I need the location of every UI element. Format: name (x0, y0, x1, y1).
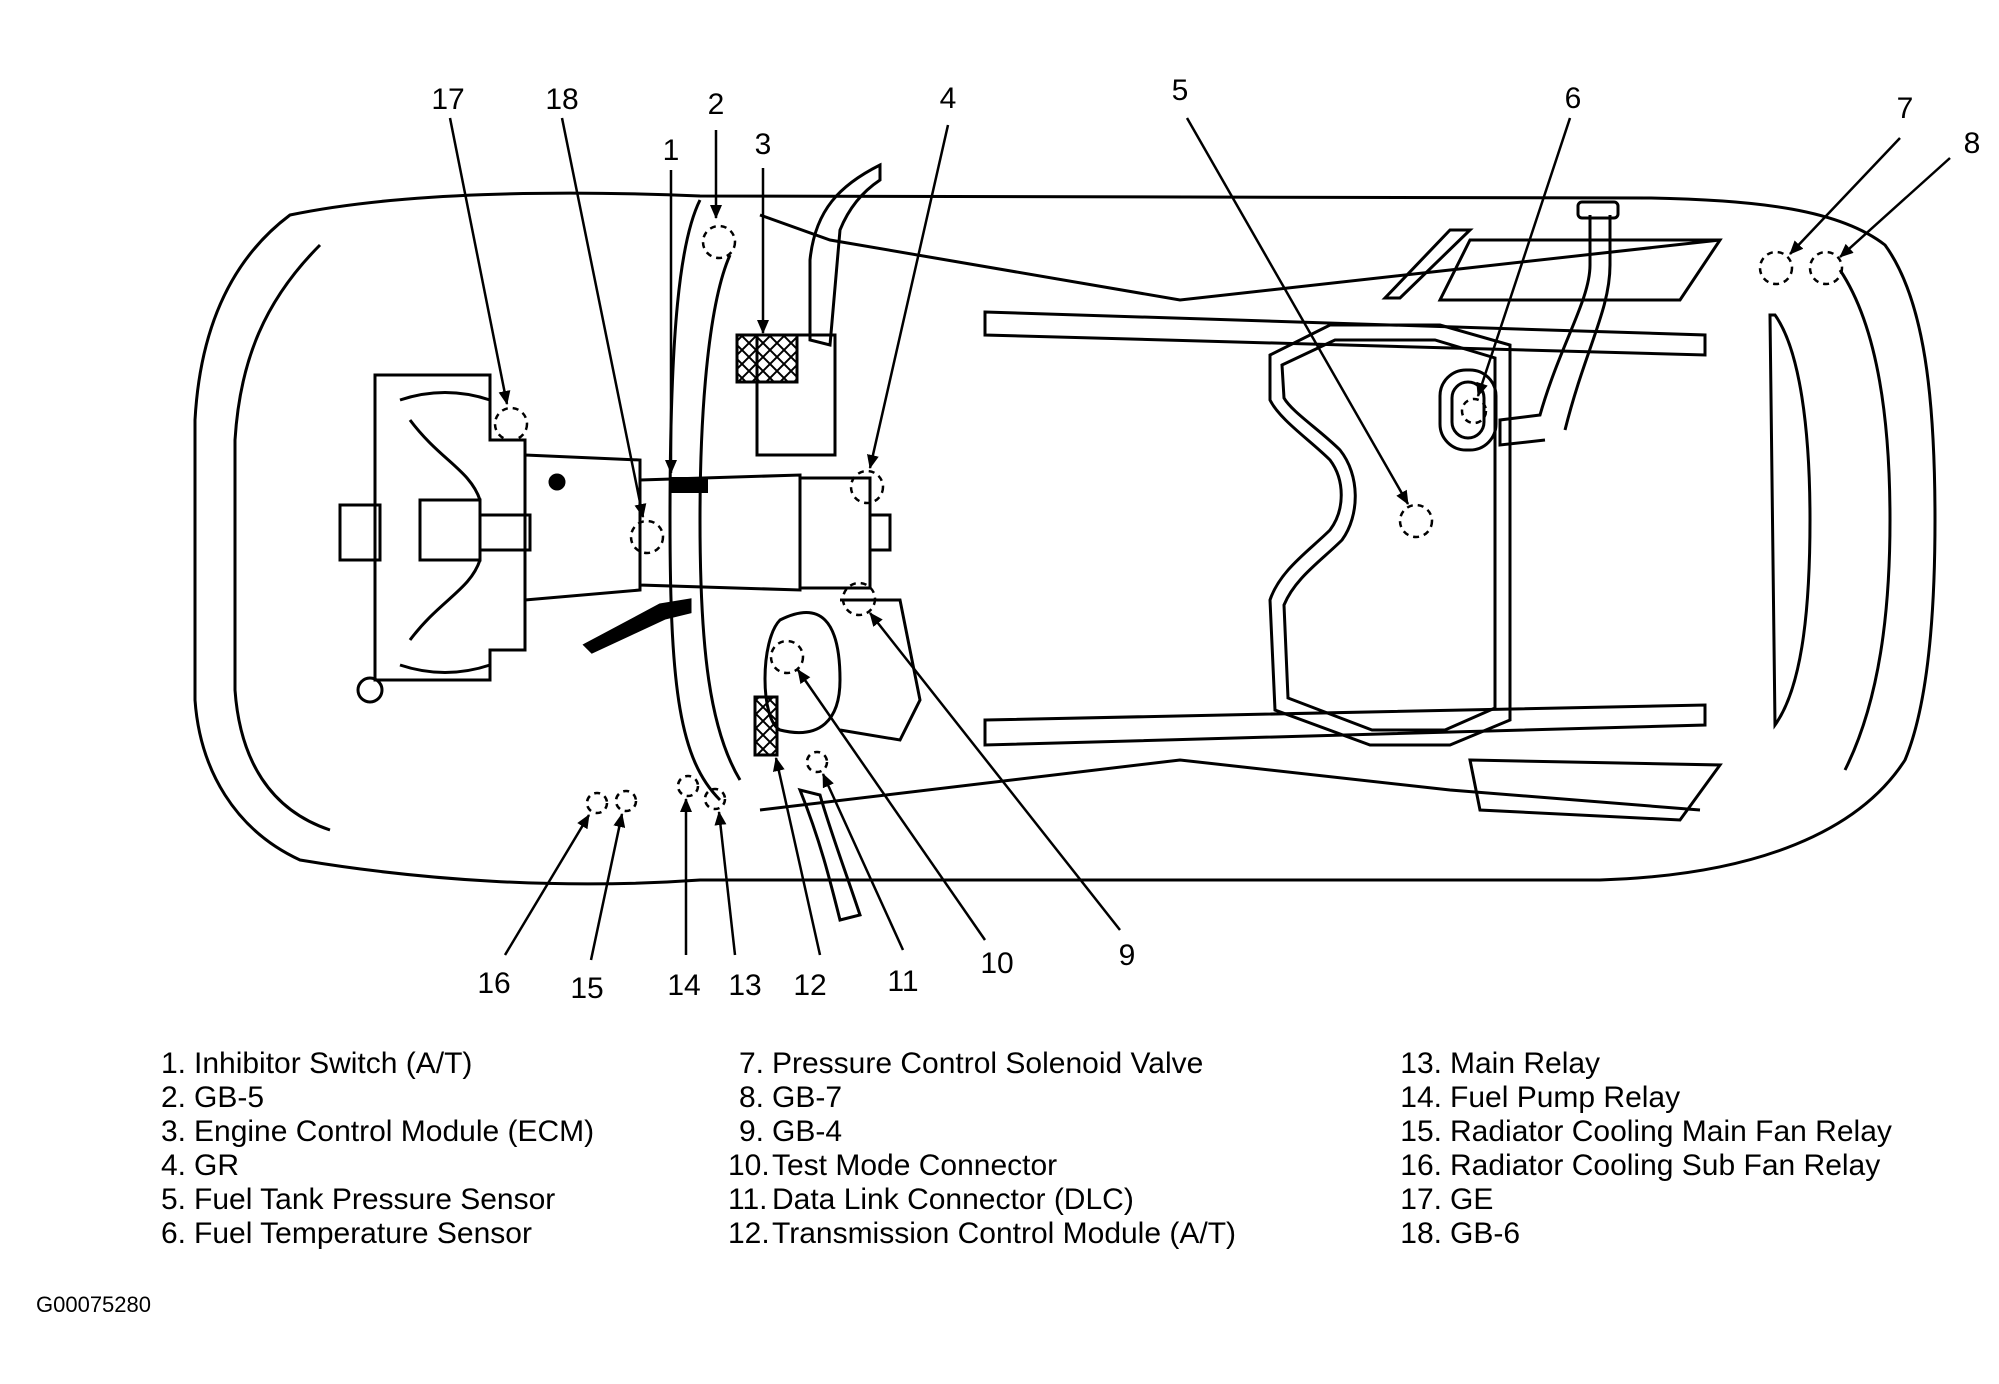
ecm-module (735, 333, 799, 384)
callout-14: 14 (667, 969, 700, 1002)
arrow-4 (867, 124, 950, 469)
figure-code: G00075280 (36, 1292, 151, 1317)
arrow-9 (869, 612, 1121, 931)
callout-4: 4 (940, 82, 957, 115)
callout-7: 7 (1897, 92, 1914, 125)
arrow-10 (796, 669, 987, 941)
ecm-bracket (755, 333, 837, 457)
legend-item: 7.Pressure Control Solenoid Valve (738, 1047, 1204, 1080)
legend-item: 4.GR (160, 1149, 239, 1182)
marker-18 (629, 519, 665, 555)
arrow-13 (714, 811, 737, 956)
fuel-filler-neck (1438, 200, 1620, 452)
arrow-17 (448, 117, 511, 405)
marker-7 (1758, 250, 1794, 286)
legend-item: 11.Data Link Connector (DLC) (728, 1183, 1134, 1216)
marker-5 (1398, 503, 1434, 539)
legend-column-2: 7.Pressure Control Solenoid Valve 8.GB-7… (728, 1047, 1236, 1251)
callout-13: 13 (728, 969, 761, 1002)
legend-item: 16.Radiator Cooling Sub Fan Relay (1400, 1149, 1881, 1182)
marker-11 (805, 750, 829, 774)
arrow-15 (589, 813, 626, 961)
legend-column-3: 13.Main Relay 14.Fuel Pump Relay 15.Radi… (1390, 1047, 1892, 1251)
marker-8 (1808, 250, 1844, 286)
callout-2: 2 (708, 88, 725, 121)
arrow-18 (560, 117, 647, 518)
marker-14 (676, 774, 700, 798)
legend-item: 10.Test Mode Connector (728, 1149, 1058, 1182)
callout-6: 6 (1565, 82, 1582, 115)
legend-item: 2.GB-5 (160, 1081, 265, 1114)
marker-4 (849, 469, 885, 505)
location-markers (493, 224, 1844, 815)
fuel-tank (1268, 323, 1512, 747)
callout-10: 10 (980, 947, 1013, 980)
legend-item: 13.Main Relay (1400, 1047, 1601, 1080)
vehicle-component-location-diagram: 1 2 3 4 5 6 7 8 9 10 11 12 13 14 15 16 1… (193, 74, 1980, 1005)
legend-item: 12.Transmission Control Module (A/T) (728, 1217, 1237, 1250)
callout-18: 18 (545, 83, 578, 116)
vehicle-body-outline (193, 162, 1937, 922)
legend-item: 6.Fuel Temperature Sensor (160, 1217, 532, 1250)
legend-item: 3.Engine Control Module (ECM) (160, 1115, 595, 1148)
callout-3: 3 (755, 128, 772, 161)
arrow-5 (1185, 117, 1410, 505)
callout-12: 12 (793, 969, 826, 1002)
arrow-16 (503, 814, 591, 956)
legend-item: 1.Inhibitor Switch (A/T) (160, 1047, 473, 1080)
arrow-11 (821, 773, 905, 951)
arrow-6 (1476, 117, 1572, 397)
legend-item: 9.GB-4 (738, 1115, 843, 1148)
legend-item: 18.GB-6 (1400, 1217, 1521, 1250)
marker-9 (841, 581, 877, 617)
callout-15: 15 (570, 972, 603, 1005)
engine-assembly (338, 373, 892, 704)
callout-11: 11 (887, 965, 918, 998)
callout-1: 1 (663, 134, 680, 167)
callout-numbers: 1 2 3 4 5 6 7 8 9 10 11 12 13 14 15 16 1… (431, 74, 1980, 1005)
tcm-housing (763, 598, 922, 742)
legend-item: 15.Radiator Cooling Main Fan Relay (1400, 1115, 1892, 1148)
marker-15 (614, 789, 638, 813)
marker-16 (585, 791, 609, 815)
marker-13 (703, 787, 727, 811)
marker-6 (1460, 397, 1488, 425)
legend-item: 5.Fuel Tank Pressure Sensor (160, 1183, 556, 1216)
arrow-12 (772, 757, 822, 956)
legend-column-1: 1.Inhibitor Switch (A/T) 2.GB-5 3.Engine… (150, 1047, 594, 1251)
callout-9: 9 (1119, 939, 1136, 972)
callout-16: 16 (477, 967, 510, 1000)
marker-17 (493, 406, 529, 442)
callout-8: 8 (1964, 127, 1981, 160)
marker-10 (769, 639, 805, 675)
arrow-7 (1789, 137, 1901, 255)
arrow-8 (1839, 157, 1951, 258)
legend-item: 17.GE (1400, 1183, 1494, 1216)
leader-arrows (448, 117, 1951, 961)
legend-item: 8.GB-7 (738, 1081, 843, 1114)
tcm-module (753, 695, 779, 757)
inhibitor-switch-body (670, 477, 708, 493)
callout-5: 5 (1172, 74, 1189, 107)
marker-2 (701, 224, 737, 260)
legend-item: 14.Fuel Pump Relay (1400, 1081, 1681, 1114)
callout-17: 17 (431, 83, 464, 116)
